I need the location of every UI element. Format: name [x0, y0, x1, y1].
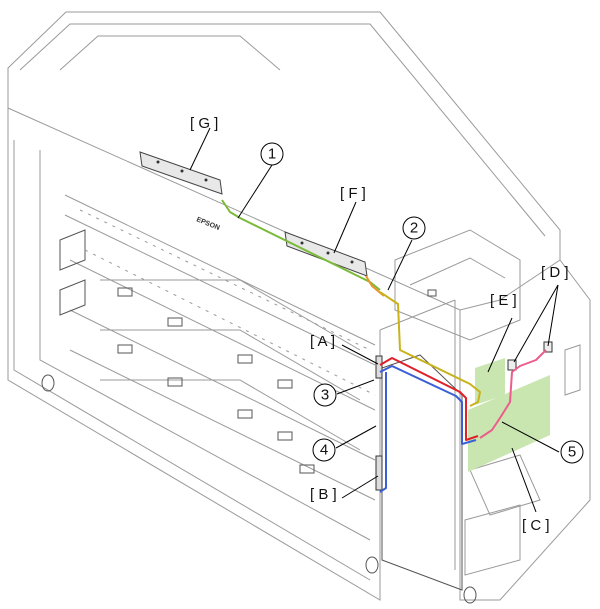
rail-bracket-f	[284, 231, 368, 277]
circuit-boards	[468, 358, 550, 472]
callout-4: 4	[312, 438, 336, 462]
svg-text:1: 1	[268, 146, 276, 163]
label-e: [ E ]	[490, 292, 517, 309]
label-g: [ G ]	[190, 115, 218, 132]
brand-logo: EPSON	[195, 216, 220, 232]
rail-bracket-g	[139, 151, 223, 195]
callout-5: 5	[560, 440, 584, 464]
label-c: [ C ]	[522, 517, 550, 534]
label-f: [ F ]	[340, 185, 366, 202]
board-e	[475, 358, 505, 405]
callout-1: 1	[260, 142, 284, 166]
connector-d-right	[543, 341, 553, 353]
label-a: [ A ]	[310, 333, 335, 350]
svg-text:2: 2	[410, 220, 418, 237]
cables	[221, 199, 547, 493]
cable-4-blue	[379, 365, 477, 445]
cable-3-red	[379, 357, 479, 441]
printer-body	[7, 11, 591, 604]
callout-3: 3	[313, 383, 337, 407]
label-b: [ B ]	[310, 486, 337, 503]
cable-1-green	[221, 199, 381, 291]
board-c	[468, 375, 550, 472]
cable-4-blue-down	[379, 372, 387, 493]
callout-2: 2	[402, 216, 426, 240]
label-d: [ D ]	[541, 264, 569, 281]
leader-lines	[189, 127, 560, 513]
connector-a	[375, 355, 383, 379]
cable-2-yellow	[379, 291, 481, 407]
svg-text:5: 5	[568, 444, 576, 461]
connector-b	[375, 455, 383, 491]
connector-d-left	[507, 359, 517, 371]
connectors	[375, 341, 553, 491]
svg-text:3: 3	[321, 387, 329, 404]
svg-text:4: 4	[320, 442, 328, 459]
cable-5-pink	[479, 349, 547, 439]
